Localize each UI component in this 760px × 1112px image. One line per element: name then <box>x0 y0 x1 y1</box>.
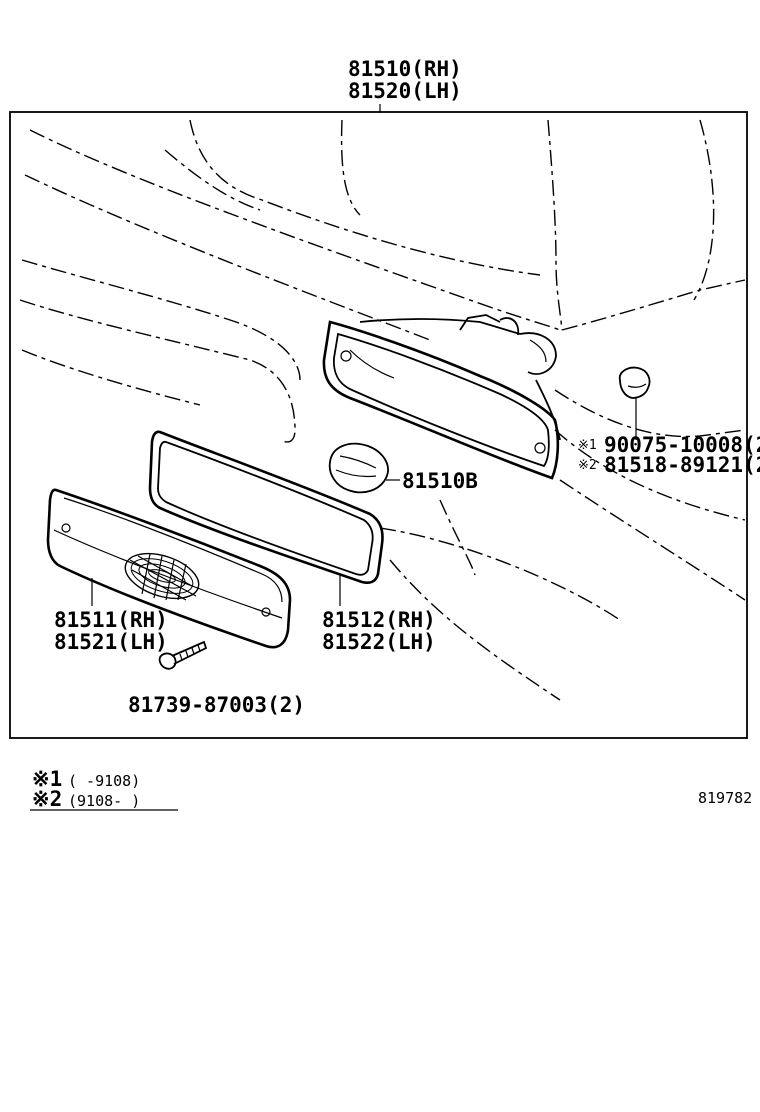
assembly-part-number-rh: 81510(RH) <box>348 57 462 81</box>
drawing-id: 819782 <box>698 789 752 807</box>
legend-range-2: (9108- ) <box>68 792 140 810</box>
lamp-housing <box>322 314 561 480</box>
socket-mark-2: ※2 <box>578 458 597 473</box>
socket-mark-1: ※1 <box>578 438 597 453</box>
lens-part-number-lh: 81521(LH) <box>54 630 168 654</box>
socket-part-number-1: 90075-10008(2 <box>604 433 760 457</box>
socket-grommet <box>618 366 651 440</box>
socket-part-number-2: 81518-89121(2 <box>604 453 760 477</box>
bulb <box>328 442 400 494</box>
legend-mark-1: ※1 <box>32 767 62 791</box>
assembly-part-number-lh: 81520(LH) <box>348 79 462 103</box>
diagram-frame <box>9 111 748 739</box>
vehicle-body-outline <box>19 119 746 701</box>
legend-range-1: ( -9108) <box>68 772 140 790</box>
gasket-part-number-lh: 81522(LH) <box>322 630 436 654</box>
lens-reflector-grid <box>124 552 200 601</box>
lens-part-number-rh: 81511(RH) <box>54 608 168 632</box>
gasket <box>148 430 384 606</box>
screw <box>158 640 208 670</box>
bulb-part-number: 81510B <box>402 469 478 493</box>
screw-part-number: 81739-87003(2) <box>128 693 305 717</box>
legend-mark-2: ※2 <box>32 787 62 811</box>
gasket-part-number-rh: 81512(RH) <box>322 608 436 632</box>
